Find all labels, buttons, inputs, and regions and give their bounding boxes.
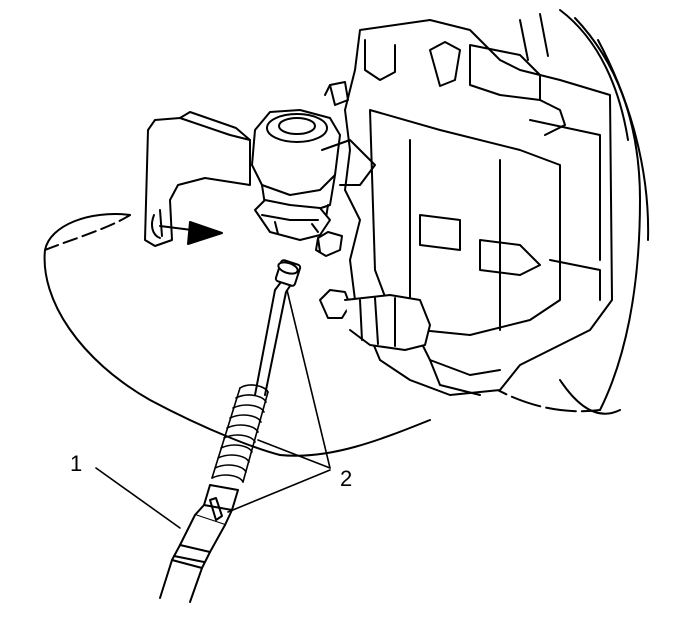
callout-label-1: 1 (70, 451, 83, 476)
cable-spring (211, 384, 269, 483)
caliper-bracket (144, 111, 251, 247)
parking-brake-cable (254, 259, 302, 396)
bleeder-fitting (319, 289, 431, 351)
cable-housing (159, 484, 239, 603)
callout-label-2: 2 (340, 466, 353, 491)
leader-line-2c (227, 469, 331, 513)
brake-rotor (519, 9, 650, 415)
leader-line-2a (286, 289, 331, 469)
leader-line-1 (95, 467, 181, 529)
leader-line-2b (257, 439, 331, 469)
leader-lines (95, 289, 331, 529)
cable-end-bracket (254, 199, 343, 257)
direction-arrow (159, 221, 223, 245)
